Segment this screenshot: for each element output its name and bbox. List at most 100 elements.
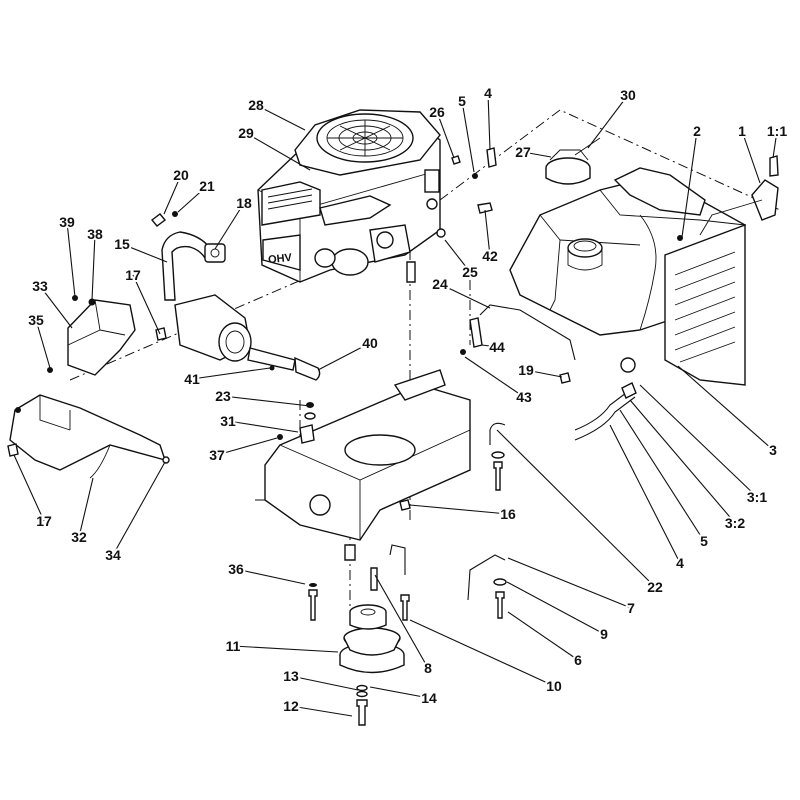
leader-line-c37: [216, 437, 278, 456]
callout-c35: 35: [28, 312, 44, 328]
leader-line-c28: [255, 104, 306, 131]
leader-line-c5a: [461, 100, 475, 173]
callout-c29: 29: [238, 125, 254, 141]
callout-c14: 14: [421, 690, 437, 706]
callout-c37: 37: [209, 447, 225, 463]
fuel-cap: [545, 137, 601, 185]
callout-c44: 44: [489, 339, 505, 355]
exhaust-assembly: [161, 231, 321, 381]
leader-line-c3: [677, 365, 774, 451]
leader-line-c41: [191, 367, 271, 380]
leader-line-c33: [39, 285, 73, 329]
leader-line-c2: [681, 130, 698, 238]
leader-line-c30: [587, 94, 629, 149]
rods-and-linkages: [389, 304, 636, 601]
callout-c10: 10: [546, 678, 562, 694]
leader-line-c3_2: [629, 399, 736, 524]
callout-c8: 8: [424, 660, 432, 676]
leader-line-c26: [436, 111, 455, 159]
leader-line-c14: [369, 686, 430, 699]
leader-line-c5b: [619, 409, 705, 542]
callout-c7: 7: [627, 600, 635, 616]
callout-c25: 25: [462, 264, 478, 280]
callout-c5a: 5: [458, 93, 466, 109]
engine-mount-frame: [255, 369, 471, 561]
leader-line-c25: [444, 239, 471, 273]
callout-c3: 3: [769, 442, 777, 458]
leader-line-c31: [227, 420, 299, 433]
leader-line-c4b: [609, 424, 681, 564]
pulley-assembly: [339, 604, 405, 698]
callout-c34: 34: [105, 547, 121, 563]
leader-line-c6: [507, 611, 579, 661]
engine-assembly: OHV: [257, 109, 441, 283]
callout-c27: 27: [515, 144, 531, 160]
callout-c4b: 4: [676, 555, 684, 571]
leader-line-c39: [66, 221, 76, 298]
callout-c22: 22: [647, 579, 663, 595]
callout-c38: 38: [87, 226, 103, 242]
callout-c6: 6: [574, 652, 582, 668]
leader-line-c11: [232, 645, 339, 653]
leader-line-c17b: [13, 454, 45, 522]
leader-line-c27: [522, 151, 552, 158]
leader-line-c44: [481, 344, 498, 348]
fuel-tank-assembly: [509, 167, 746, 386]
leader-line-c8: [374, 574, 429, 669]
leader-line-c32: [78, 477, 94, 538]
callout-c5b: 5: [700, 533, 708, 549]
svg-text:OHV: OHV: [268, 252, 294, 266]
callout-c3_2: 3:2: [725, 515, 745, 531]
callout-c30: 30: [620, 87, 636, 103]
leader-line-c1_1: [772, 130, 778, 159]
callout-c32: 32: [71, 529, 87, 545]
leader-line-c19: [525, 369, 563, 378]
leader-line-c3_1: [639, 384, 758, 498]
fuel-valve: [620, 357, 637, 399]
leader-line-c16: [409, 504, 509, 515]
callout-c26: 26: [429, 104, 445, 120]
leader-line-c34: [112, 461, 166, 556]
callout-c20: 20: [173, 167, 189, 183]
throttle-control: [699, 155, 779, 236]
leader-line-c22: [496, 429, 656, 588]
leader-line-c24: [439, 283, 491, 309]
leader-line-c15: [121, 243, 168, 263]
callout-c28: 28: [248, 97, 264, 113]
callout-c42: 42: [482, 248, 498, 264]
leader-line-c35: [35, 319, 51, 369]
callout-c18: 18: [236, 195, 252, 211]
leader-line-c43: [464, 356, 525, 398]
hardware: [7, 147, 683, 726]
callout-c11: 11: [226, 638, 241, 654]
leader-line-c18: [214, 202, 245, 250]
leader-line-c1: [741, 130, 761, 184]
leader-line-c9: [506, 581, 605, 635]
leader-line-c17a: [132, 274, 161, 335]
callout-c3_1: 3:1: [747, 489, 767, 505]
leader-line-c42: [484, 209, 491, 257]
callout-c15: 15: [114, 236, 130, 252]
callout-c1: 1: [738, 123, 746, 139]
callout-c2: 2: [693, 123, 701, 139]
callout-c19: 19: [518, 362, 534, 378]
leader-line-c38: [91, 233, 96, 301]
leader-line-c13: [290, 675, 359, 691]
callout-c33: 33: [32, 278, 48, 294]
leader-line-c12: [290, 705, 353, 717]
callout-c36: 36: [228, 561, 244, 577]
callout-c12: 12: [283, 698, 299, 714]
leader-line-c4a: [487, 92, 491, 151]
callout-c40: 40: [362, 335, 378, 351]
callout-c39: 39: [59, 214, 75, 230]
callout-c13: 13: [283, 668, 299, 684]
lower-shield: [9, 394, 167, 479]
leader-lines: [13, 92, 778, 717]
callout-c31: 31: [220, 413, 236, 429]
callout-c17a: 17: [125, 267, 141, 283]
callout-c9: 9: [600, 626, 608, 642]
leader-line-c10: [409, 619, 555, 687]
leader-line-c20: [163, 174, 182, 215]
